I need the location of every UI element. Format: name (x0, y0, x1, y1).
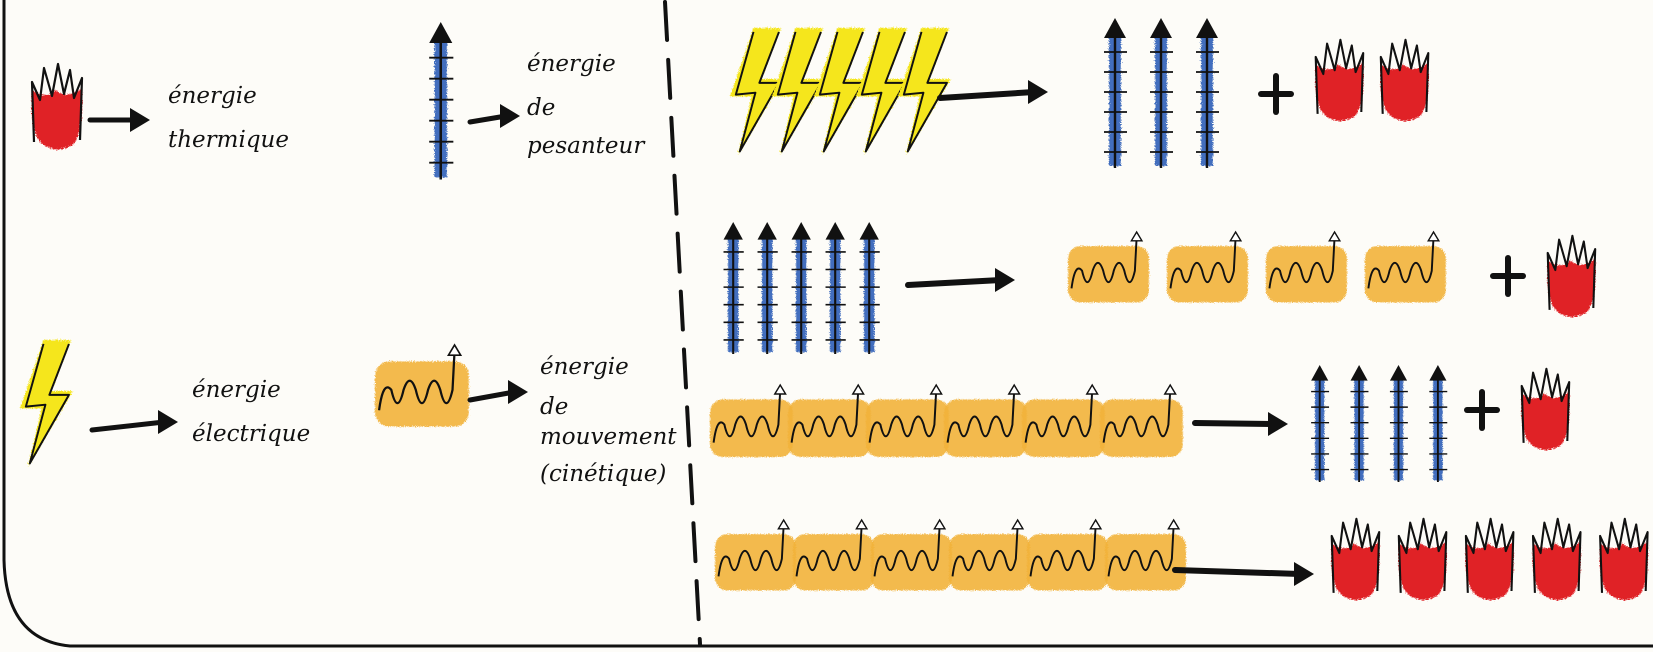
lightning-icon (771, 28, 825, 156)
lightning-icon (855, 28, 909, 156)
conversion-row (729, 18, 1430, 168)
legend-kinetic-label: énergie de mouvement (cinétique) (540, 354, 677, 488)
plus-sign (1258, 73, 1294, 115)
section-divider (663, 0, 702, 646)
conversion-input (729, 28, 951, 156)
conversion-input (723, 222, 880, 354)
transform-arrow (87, 108, 150, 132)
flame-icon (30, 62, 84, 150)
squiggle-icon (1068, 230, 1149, 303)
transform-arrow (89, 410, 178, 434)
legend-kinetic-line4: (cinétique) (540, 461, 667, 488)
legend-gravity-line3: pesanteur (527, 132, 645, 159)
flame-icon (1531, 517, 1582, 601)
squiggle-icon (871, 518, 952, 591)
squiggle-icon (1100, 383, 1183, 457)
legend-thermal-label: énergie thermique (168, 83, 289, 154)
gravity-arrow-icon (1196, 18, 1219, 168)
gravity-arrow-icon (1429, 365, 1448, 482)
transform-arrow (467, 380, 528, 404)
flame-icon (1330, 517, 1381, 601)
lightning-icon (19, 340, 73, 468)
gravity-arrow-icon (723, 222, 744, 354)
squiggle-icon (1364, 230, 1446, 303)
conversion-input (710, 383, 1183, 457)
gravity-arrow-icon (1350, 365, 1369, 482)
gravity-arrow-icon (1150, 18, 1173, 168)
legend-gravity-label: énergie de pesanteur (527, 51, 645, 159)
transform-arrow (467, 104, 520, 128)
flame-icon (1546, 234, 1597, 318)
legend-gravity-line2: de (527, 94, 556, 121)
squiggle-icon (944, 383, 1027, 457)
transform-arrow (1192, 412, 1288, 436)
squiggle-icon (866, 383, 949, 457)
conversion-row (723, 222, 1597, 354)
squiggle-icon (1105, 518, 1186, 591)
legend-electric-line1: énergie (192, 377, 281, 403)
gravity-arrow-icon (1389, 365, 1408, 482)
legend-electric-line2: électrique (192, 420, 311, 447)
legend-gravity-line1: énergie (527, 51, 616, 77)
gravity-arrow-icon (429, 22, 454, 180)
squiggle-icon (715, 518, 796, 591)
gravity-arrow-icon (1104, 18, 1127, 168)
legend-thermal-line2: thermique (168, 126, 289, 153)
plus-sign (1464, 389, 1500, 431)
legend-kinetic-line1: énergie (540, 354, 629, 380)
conversion-output (1068, 230, 1446, 303)
squiggle-icon (1022, 383, 1105, 457)
flame-icon (1397, 517, 1448, 601)
lightning-icon (897, 28, 951, 156)
squiggle-icon (788, 383, 871, 457)
legend (19, 22, 528, 468)
squiggle-icon (793, 518, 874, 591)
plus-sign (1490, 255, 1526, 297)
conversion-output (1314, 38, 1430, 122)
gravity-arrow-icon (791, 222, 812, 354)
legend-thermal-line1: énergie (168, 83, 257, 109)
gravity-arrow-icon (757, 222, 778, 354)
squiggle-icon (1166, 230, 1248, 303)
squiggle-icon (949, 518, 1030, 591)
conversion-row (715, 517, 1649, 601)
squiggle-icon (710, 383, 793, 457)
legend-kinetic-line3: mouvement (540, 423, 677, 450)
conversion-output (1520, 367, 1571, 451)
transform-arrow (1172, 562, 1314, 586)
conversion-output (1311, 365, 1448, 482)
squiggle-icon (375, 343, 469, 427)
conversion-output (1330, 517, 1649, 601)
conversion-output (1104, 18, 1219, 168)
legend-kinetic-line2: de (540, 393, 569, 420)
flame-icon (1464, 517, 1515, 601)
lightning-icon (729, 28, 783, 156)
transform-arrow (937, 80, 1048, 104)
conversion-row (710, 365, 1571, 482)
flame-icon (1599, 517, 1649, 601)
conversion-output (1546, 234, 1597, 318)
flame-icon (1314, 38, 1365, 122)
gravity-arrow-icon (825, 222, 846, 354)
flame-icon (1520, 367, 1571, 451)
flame-icon (1379, 38, 1430, 122)
legend-electric-label: énergie électrique (192, 377, 311, 448)
squiggle-icon (1027, 518, 1108, 591)
conversion-input (715, 518, 1186, 591)
conversions (710, 18, 1649, 601)
gravity-arrow-icon (859, 222, 880, 354)
transform-arrow (905, 268, 1015, 292)
gravity-arrow-icon (1311, 365, 1330, 482)
squiggle-icon (1265, 230, 1347, 303)
lightning-icon (813, 28, 867, 156)
